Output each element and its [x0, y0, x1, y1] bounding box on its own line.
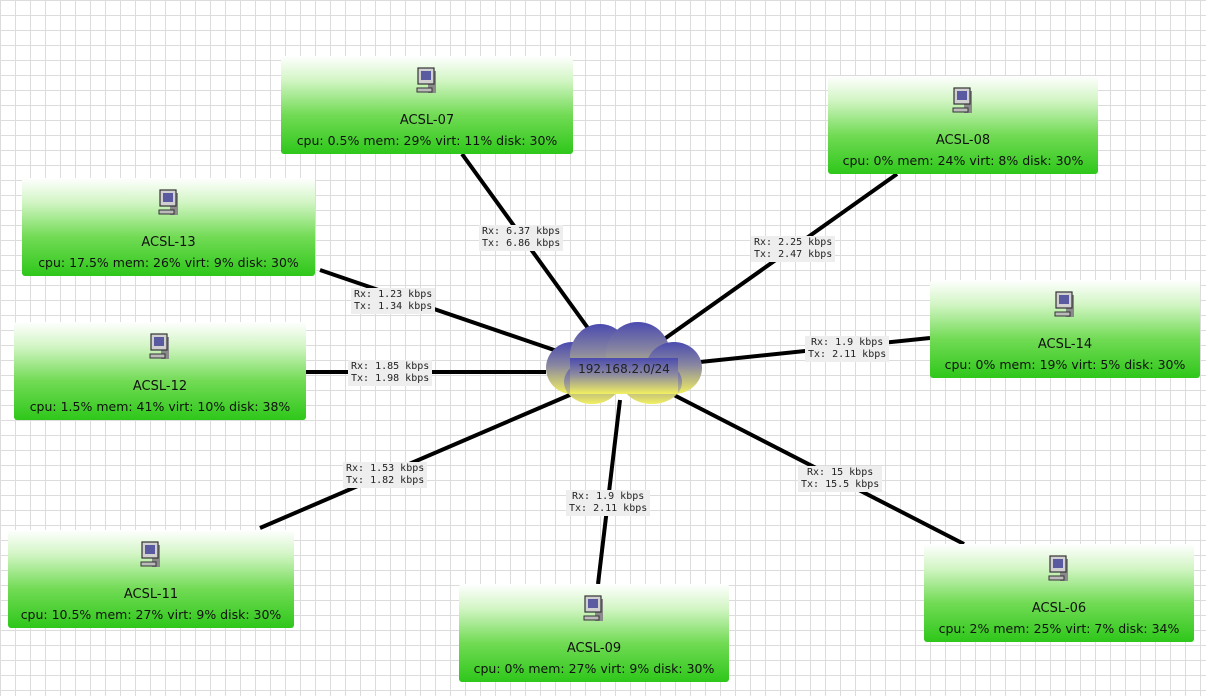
- link-label-acsl-07: Rx: 6.37 kbps Tx: 6.86 kbps: [479, 225, 564, 251]
- rx-rate: Rx: 1.9 kbps: [572, 491, 645, 502]
- host-name: ACSL-11: [123, 587, 179, 602]
- host-node-acsl-07[interactable]: ACSL-07 cpu: 0.5% mem: 29% virt: 11% dis…: [281, 56, 573, 154]
- tx-rate: Tx: 2.11 kbps: [808, 349, 887, 360]
- host-stats: cpu: 2% mem: 25% virt: 7% disk: 34%: [938, 621, 1180, 636]
- tx-rate: Tx: 1.98 kbps: [351, 373, 430, 384]
- host-node-acsl-09[interactable]: ACSL-09 cpu: 0% mem: 27% virt: 9% disk: …: [459, 584, 729, 682]
- tx-rate: Tx: 15.5 kbps: [801, 479, 880, 490]
- computer-icon: [583, 595, 603, 621]
- rx-rate: Rx: 6.37 kbps: [482, 226, 561, 237]
- cloud-icon: [546, 322, 702, 404]
- computer-icon: [1054, 291, 1074, 317]
- rx-rate: Rx: 1.53 kbps: [346, 463, 425, 474]
- host-stats: cpu: 17.5% mem: 26% virt: 9% disk: 30%: [38, 255, 299, 270]
- network-label: 192.168.2.0/24: [578, 362, 670, 376]
- computer-icon: [416, 67, 436, 93]
- host-stats: cpu: 0% mem: 27% virt: 9% disk: 30%: [473, 661, 715, 676]
- rx-rate: Rx: 1.9 kbps: [811, 337, 884, 348]
- tx-rate: Tx: 1.82 kbps: [346, 475, 425, 486]
- tx-rate: Tx: 6.86 kbps: [482, 238, 561, 249]
- host-node-acsl-11[interactable]: ACSL-11 cpu: 10.5% mem: 27% virt: 9% dis…: [8, 530, 294, 628]
- host-name: ACSL-13: [141, 235, 196, 250]
- host-node-acsl-14[interactable]: ACSL-14 cpu: 0% mem: 19% virt: 5% disk: …: [930, 280, 1200, 378]
- link-label-acsl-13: Rx: 1.23 kbps Tx: 1.34 kbps: [351, 288, 436, 314]
- link-label-acsl-14: Rx: 1.9 kbps Tx: 2.11 kbps: [805, 336, 890, 362]
- host-name: ACSL-06: [1031, 601, 1087, 616]
- host-stats: cpu: 0% mem: 24% virt: 8% disk: 30%: [842, 153, 1084, 168]
- host-name: ACSL-08: [935, 133, 991, 148]
- host-node-acsl-12[interactable]: ACSL-12 cpu: 1.5% mem: 41% virt: 10% dis…: [14, 322, 306, 420]
- rx-rate: Rx: 1.85 kbps: [351, 361, 430, 372]
- computer-icon: [140, 541, 160, 567]
- host-stats: cpu: 0% mem: 19% virt: 5% disk: 30%: [944, 357, 1186, 372]
- computer-icon: [952, 87, 972, 113]
- computer-icon: [149, 333, 169, 359]
- link-acsl-11[interactable]: [259, 392, 573, 530]
- host-name: ACSL-12: [132, 379, 188, 394]
- link-acsl-13[interactable]: [319, 268, 561, 354]
- host-stats: cpu: 10.5% mem: 27% virt: 9% disk: 30%: [20, 607, 282, 622]
- link-label-acsl-11: Rx: 1.53 kbps Tx: 1.82 kbps: [343, 462, 428, 488]
- network-cloud[interactable]: 192.168.2.0/24: [542, 316, 706, 412]
- computer-icon: [1048, 555, 1068, 581]
- host-stats: cpu: 1.5% mem: 41% virt: 10% disk: 38%: [29, 399, 291, 414]
- host-node-acsl-13[interactable]: ACSL-13 cpu: 17.5% mem: 26% virt: 9% dis…: [22, 178, 315, 276]
- computer-icon: [158, 189, 178, 215]
- host-name: ACSL-09: [566, 641, 622, 656]
- link-label-acsl-06: Rx: 15 kbps Tx: 15.5 kbps: [798, 466, 883, 492]
- link-label-acsl-12: Rx: 1.85 kbps Tx: 1.98 kbps: [348, 360, 433, 386]
- rx-rate: Rx: 15 kbps: [807, 467, 874, 478]
- rx-rate: Rx: 2.25 kbps: [754, 237, 833, 248]
- host-stats: cpu: 0.5% mem: 29% virt: 11% disk: 30%: [296, 133, 558, 148]
- tx-rate: Tx: 1.34 kbps: [354, 301, 433, 312]
- rx-rate: Rx: 1.23 kbps: [354, 289, 433, 300]
- tx-rate: Tx: 2.11 kbps: [569, 503, 648, 514]
- tx-rate: Tx: 2.47 kbps: [754, 249, 833, 260]
- host-node-acsl-08[interactable]: ACSL-08 cpu: 0% mem: 24% virt: 8% disk: …: [828, 76, 1098, 174]
- host-name: ACSL-14: [1037, 337, 1093, 352]
- host-name: ACSL-07: [399, 113, 455, 128]
- host-node-acsl-06[interactable]: ACSL-06 cpu: 2% mem: 25% virt: 7% disk: …: [924, 544, 1194, 642]
- link-label-acsl-08: Rx: 2.25 kbps Tx: 2.47 kbps: [751, 236, 836, 262]
- link-label-acsl-09: Rx: 1.9 kbps Tx: 2.11 kbps: [566, 490, 651, 516]
